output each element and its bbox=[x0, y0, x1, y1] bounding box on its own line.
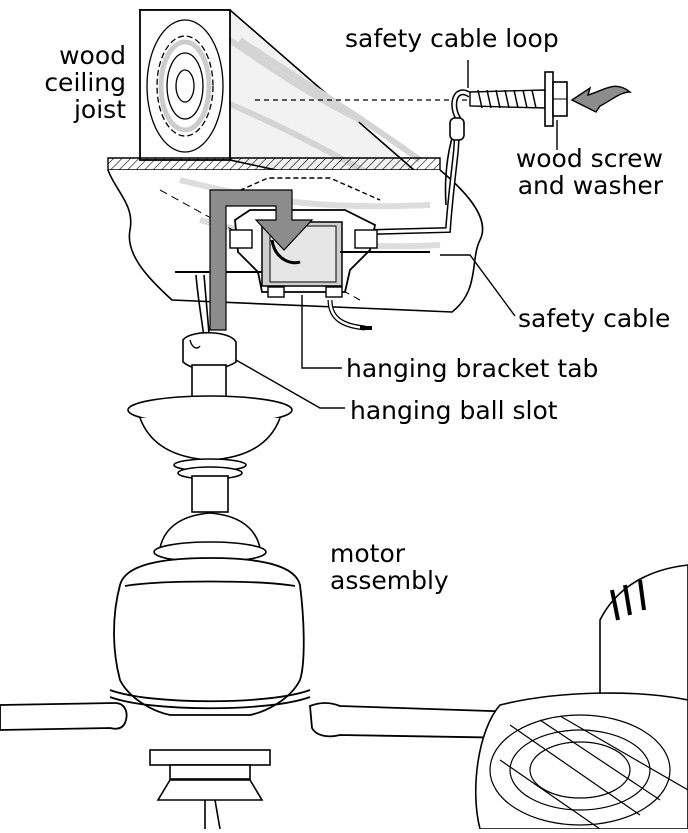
second-fan-partial bbox=[475, 564, 688, 830]
leader-lines bbox=[235, 60, 558, 409]
label-motor-line-2: assembly bbox=[330, 566, 449, 595]
label-motor-assembly: motor assembly bbox=[330, 540, 449, 594]
label-wood-ceiling-joist: wood ceiling joist bbox=[26, 42, 126, 123]
canopy bbox=[127, 395, 293, 563]
motor-housing bbox=[109, 557, 311, 716]
label-joist-line-2: ceiling bbox=[44, 68, 126, 97]
label-safety-cable-loop: safety cable loop bbox=[345, 24, 559, 53]
label-motor-line-1: motor bbox=[330, 539, 406, 568]
label-wood-screw-and-washer: wood screw and washer bbox=[478, 145, 663, 199]
label-joist-line-3: joist bbox=[73, 95, 126, 124]
wood-screw-and-washer bbox=[469, 71, 568, 127]
label-wood-screw-line-2: and washer bbox=[517, 171, 663, 200]
rotation-arrow-icon bbox=[570, 85, 632, 113]
label-hanging-ball-slot: hanging ball slot bbox=[350, 396, 558, 425]
switch-housing bbox=[149, 749, 271, 830]
hanging-ball bbox=[182, 331, 237, 398]
label-safety-cable: safety cable bbox=[518, 304, 671, 333]
fan-blade-left bbox=[0, 702, 128, 731]
hanging-direction-arrow bbox=[209, 189, 314, 331]
label-wood-screw-line-1: wood screw bbox=[515, 144, 663, 173]
label-joist-line-1: wood bbox=[59, 41, 126, 70]
label-hanging-bracket-tab: hanging bracket tab bbox=[346, 354, 599, 383]
